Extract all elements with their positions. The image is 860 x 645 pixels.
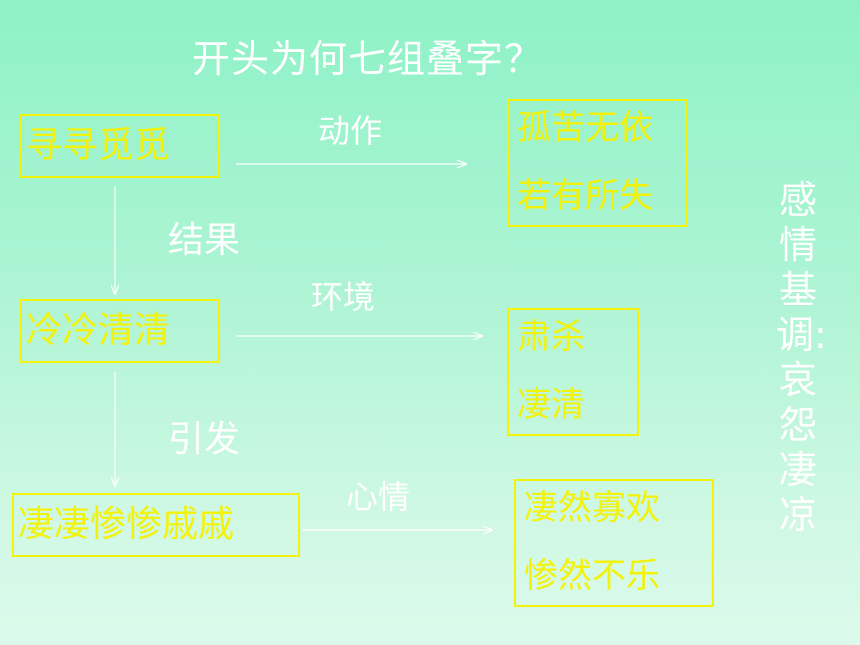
- down-label-1: 结果: [168, 220, 241, 261]
- source-text-2: 冷冷清清: [26, 310, 171, 351]
- result-box-1: 孤苦无依 若有所失: [507, 99, 687, 227]
- result-text-2a: 肃杀: [517, 317, 585, 357]
- source-text-3: 凄凄惨惨戚戚: [18, 504, 235, 545]
- source-box-3: 凄凄惨惨戚戚: [12, 493, 300, 557]
- result-text-1a: 孤苦无依: [517, 108, 653, 148]
- side-note: 感情基调:哀怨凄凉: [776, 178, 827, 537]
- result-box-3: 凄然寡欢 惨然不乐: [514, 479, 714, 607]
- edge-label-3: 心情: [346, 478, 411, 516]
- page-title: 开头为何七组叠字？: [192, 37, 544, 81]
- source-text-1: 寻寻觅觅: [26, 125, 171, 166]
- edge-label-2: 环境: [311, 278, 376, 316]
- result-text-3a: 凄然寡欢: [524, 488, 660, 528]
- result-text-1b: 若有所失: [517, 176, 653, 216]
- source-box-2: 冷冷清清: [20, 299, 220, 363]
- result-box-2: 肃杀 凄清: [507, 308, 639, 436]
- result-text-2b: 凄清: [517, 385, 585, 425]
- result-text-3b: 惨然不乐: [524, 556, 660, 596]
- source-box-1: 寻寻觅觅: [20, 114, 220, 178]
- down-label-2: 引发: [168, 419, 241, 460]
- edge-label-1: 动作: [318, 112, 383, 150]
